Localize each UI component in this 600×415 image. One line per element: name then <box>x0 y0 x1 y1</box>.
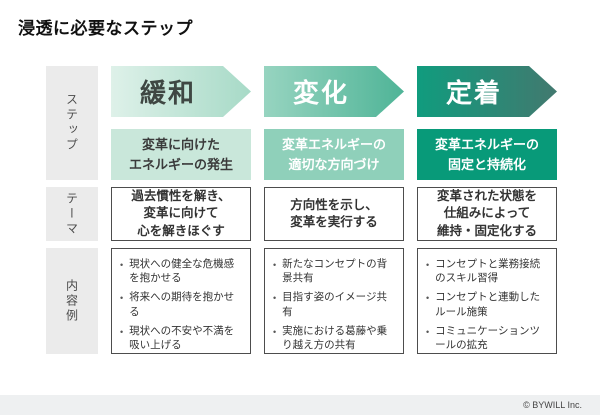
step-arrow-label: 変化 <box>292 78 349 108</box>
theme-box-kanwa: 過去慣性を解き、 変革に向けて 心を解きほぐす <box>111 187 251 241</box>
list-item: 現状への健全な危機感を抱かせる <box>120 257 244 285</box>
steps-grid: ステップ テーマ 内容例 緩和 変革に向けた エネルギーの発生 過去慣性を解き、… <box>46 66 600 354</box>
bullet-icon <box>426 257 429 285</box>
list-item-text: 目指す姿のイメージ共有 <box>282 291 387 318</box>
list-item: 目指す姿のイメージ共有 <box>273 290 397 318</box>
list-item-text: 現状への健全な危機感を抱かせる <box>129 258 235 285</box>
list-item: 将来への期待を抱かせる <box>120 290 244 318</box>
list-item: 新たなコンセプトの背景共有 <box>273 257 397 285</box>
step-subtitle-kanwa: 変革に向けた エネルギーの発生 <box>111 129 251 180</box>
list-item-text: 現状への不安や不満を吸い上げる <box>129 324 235 351</box>
bullet-icon <box>273 257 276 285</box>
step-column-kanwa: 緩和 変革に向けた エネルギーの発生 <box>111 66 251 180</box>
step-arrow-teichaku: 定着 <box>417 66 557 117</box>
bullet-icon <box>426 290 429 318</box>
theme-box-teichaku: 変革された状態を 仕組みによって 維持・固定化する <box>417 187 557 241</box>
list-item-text: 実施における葛藤や乗り越え方の共有 <box>282 324 388 351</box>
step-subtitle-teichaku: 変革エネルギーの 固定と持続化 <box>417 129 557 180</box>
bullet-icon <box>273 290 276 318</box>
bullet-icon <box>426 324 429 352</box>
copyright-text: © BYWILL Inc. <box>523 400 582 410</box>
step-column-henka: 変化 変革エネルギーの 適切な方向づけ <box>264 66 404 180</box>
row-label-step: ステップ <box>46 66 98 180</box>
list-item-text: コミュニケーションツールの拡充 <box>435 324 540 351</box>
step-column-teichaku: 定着 変革エネルギーの 固定と持続化 <box>417 66 557 180</box>
step-subtitle-henka: 変革エネルギーの 適切な方向づけ <box>264 129 404 180</box>
theme-box-henka: 方向性を示し、 変革を実行する <box>264 187 404 241</box>
list-item: コミュニケーションツールの拡充 <box>426 324 550 352</box>
list-item: 実施における葛藤や乗り越え方の共有 <box>273 324 397 352</box>
step-arrow-henka: 変化 <box>264 66 404 117</box>
footer-bar: © BYWILL Inc. <box>0 395 600 415</box>
examples-box-kanwa: 現状への健全な危機感を抱かせる 将来への期待を抱かせる 現状への不安や不満を吸い… <box>111 248 251 354</box>
bullet-icon <box>273 324 276 352</box>
list-item-text: 新たなコンセプトの背景共有 <box>282 258 388 285</box>
page-title: 浸透に必要なステップ <box>18 19 193 38</box>
step-arrow-label: 定着 <box>445 78 502 108</box>
list-item-text: 将来への期待を抱かせる <box>129 291 235 318</box>
bullet-icon <box>120 324 123 352</box>
list-item: コンセプトと連動したルール施策 <box>426 290 550 318</box>
list-item-text: コンセプトと連動したルール施策 <box>435 291 541 318</box>
list-item: コンセプトと業務接続のスキル習得 <box>426 257 550 285</box>
step-arrow-label: 緩和 <box>139 78 196 108</box>
examples-box-henka: 新たなコンセプトの背景共有 目指す姿のイメージ共有 実施における葛藤や乗り越え方… <box>264 248 404 354</box>
bullet-icon <box>120 257 123 285</box>
list-item: 現状への不安や不満を吸い上げる <box>120 324 244 352</box>
examples-box-teichaku: コンセプトと業務接続のスキル習得 コンセプトと連動したルール施策 コミュニケーシ… <box>417 248 557 354</box>
row-label-theme: テーマ <box>46 187 98 241</box>
step-arrow-kanwa: 緩和 <box>111 66 251 117</box>
list-item-text: コンセプトと業務接続のスキル習得 <box>435 258 541 285</box>
row-label-examples: 内容例 <box>46 248 98 354</box>
bullet-icon <box>120 290 123 318</box>
